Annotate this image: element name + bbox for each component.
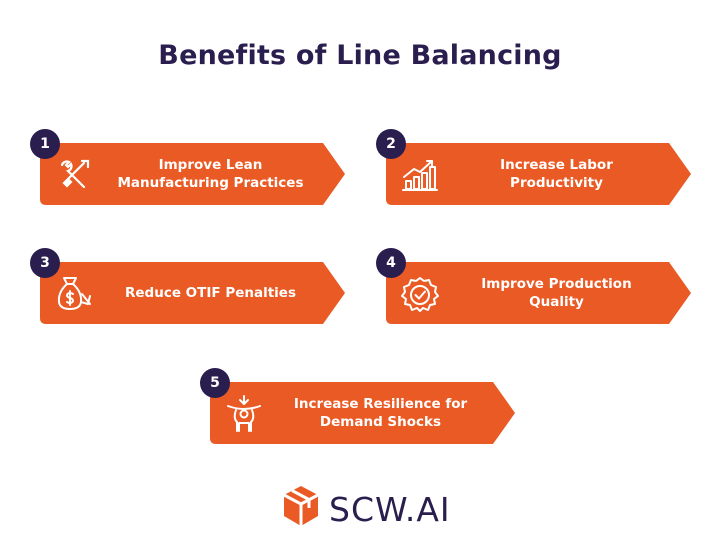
quality-badge-icon	[401, 277, 439, 312]
benefit-number-badge: 3	[30, 248, 60, 278]
page-title: Benefits of Line Balancing	[158, 40, 562, 71]
benefit-number-badge: 5	[200, 368, 230, 398]
money-bag-icon	[57, 277, 91, 310]
benefit-number-badge: 1	[30, 129, 60, 159]
brand-name: SCW.AI	[329, 490, 451, 529]
growth-chart-icon	[402, 160, 438, 191]
scw-ai-logo: SCW.AI	[281, 484, 450, 532]
benefit-card-3: Reduce OTIF Penalties 3	[30, 248, 345, 324]
benefit-label: Reduce OTIF Penalties	[125, 285, 296, 301]
benefit-number-badge: 4	[376, 248, 406, 278]
pressure-icon	[227, 395, 261, 432]
cube-logo-icon	[283, 486, 319, 526]
card-arrow-shape	[40, 262, 345, 324]
card-arrow-shape	[40, 143, 345, 205]
benefit-number-badge: 2	[376, 129, 406, 159]
tools-icon	[60, 159, 90, 189]
card-arrow-shape	[210, 382, 515, 444]
card-arrow-shape	[386, 262, 691, 324]
card-arrow-shape	[386, 143, 691, 205]
